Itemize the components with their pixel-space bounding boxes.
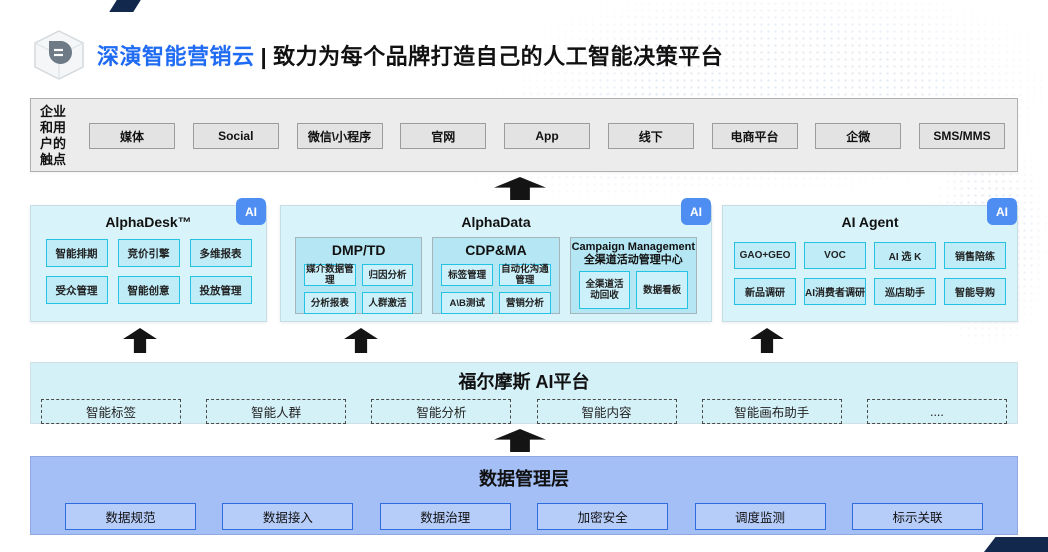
up-arrow-icon [123,328,157,353]
feature-cell: 标签管理 [441,264,493,286]
touchpoint-box: SMS/MMS [919,123,1005,149]
capability-box: 智能画布助手 [701,399,842,424]
up-arrow-icon [750,328,784,353]
header: 深演智能营销云|致力为每个品牌打造自己的人工智能决策平台 [30,28,723,82]
capability-box: 智能分析 [371,399,512,424]
title-separator: | [260,44,268,69]
panel-title: AI Agent [841,214,899,230]
band-title: 数据管理层 [479,469,569,489]
panel-ai-agent: AI AI Agent GAO+GEO VOC AI 选 K 销售陪练新品调研 AI消费… [722,198,1018,322]
panel-title: AlphaDesk™ [105,214,192,230]
touchpoint-list: 媒体 Social 微信\小程序官网 App 线下电商平台企微 SMS/MMS [89,123,1005,149]
panel-title: AlphaData [461,214,531,230]
group-title: Campaign Management [571,241,696,253]
brand-name: 深演智能营销云 [97,44,255,69]
feature-cell: 归因分析 [361,264,414,286]
touchpoint-box: App [504,123,590,149]
touchpoint-box: 企微 [815,123,902,149]
data-layer-band: 数据管理层 数据规范数据接入数据治理加密安全调度监测标示关联 [30,456,1018,535]
up-arrow-icon [494,177,546,200]
feature-cell: 数据看板 [636,271,688,309]
touchpoints-bar: 企业和用户的触点 媒体 Social 微信\小程序官网 App 线下电商平台企微 SMS/… [30,98,1018,172]
ai-agent-cells: GAO+GEO VOC AI 选 K 销售陪练新品调研 AI消费者调研巡店助手智能导购 [723,242,1017,305]
alphadesk-cells: 智能排期竞价引擎多维报表受众管理智能创意投放管理 [31,239,266,304]
feature-cell: GAO+GEO [734,242,796,269]
ai-badge: AI [236,198,266,225]
capability-box: 智能内容 [536,399,677,424]
data-box: 调度监测 [694,503,826,530]
touchpoint-box: 电商平台 [711,123,798,149]
feature-cell: 竞价引擎 [117,239,180,267]
group-title: DMP/TD [331,242,386,258]
touchpoints-label-line: 企业 [40,104,67,119]
feature-cell: VOC [804,242,866,269]
touchpoint-box: Social [192,123,279,149]
group-campaign-management: Campaign Management 全渠道活动管理中心 全渠道活动回收数据看… [569,237,697,314]
feature-cell: 智能创意 [117,276,180,304]
up-arrow-icon [344,328,378,353]
feature-cell: AI消费者调研 [804,278,866,305]
group-cells: 全渠道活动回收数据看板 [571,271,696,309]
feature-cell: 新品调研 [734,278,796,305]
touchpoint-box: 官网 [400,123,487,149]
feature-cell: 受众管理 [45,276,108,304]
feature-cell: 智能排期 [45,239,108,267]
touchpoints-label-line: 和用 [40,120,67,135]
touchpoints-label-line: 触点 [40,152,67,167]
ai-platform-band: 福尔摩斯 AI平台 智能标签智能人群智能分析智能内容智能画布助手.... [30,362,1018,424]
up-arrow-icon [494,429,546,452]
feature-cell: 自动化沟通管理 [498,264,551,286]
touchpoint-box: 媒体 [89,123,175,149]
feature-cell: 智能导购 [944,278,1006,305]
feature-cell: A\B测试 [441,292,493,314]
touchpoints-label: 企业和用户的触点 [40,104,66,168]
feature-cell: 全渠道活动回收 [578,271,631,309]
feature-cell: 投放管理 [189,276,252,304]
alphadata-groups: DMP/TD 媒介数据管理归因分析分析报表人群激活 CDP&MA 标签管理自动化… [281,237,711,314]
page-title: 深演智能营销云|致力为每个品牌打造自己的人工智能决策平台 [97,39,723,71]
capability-box: 智能标签 [41,399,181,424]
corner-ribbon [984,537,1048,552]
feature-cell: 分析报表 [304,292,356,314]
panel-alphadata: AI AlphaData DMP/TD 媒介数据管理归因分析分析报表人群激活 C… [280,198,712,322]
data-box: 数据接入 [222,503,354,530]
capability-box: 智能人群 [206,399,347,424]
ai-badge: AI [987,198,1017,225]
group-dmp-td: DMP/TD 媒介数据管理归因分析分析报表人群激活 [295,237,423,314]
ai-platform-items: 智能标签智能人群智能分析智能内容智能画布助手.... [31,399,1017,424]
data-layer-items: 数据规范数据接入数据治理加密安全调度监测标示关联 [31,503,1017,530]
group-title: CDP&MA [465,242,527,258]
feature-cell: AI 选 K [874,242,936,269]
feature-cell: 销售陪练 [944,242,1006,269]
band-title: 福尔摩斯 AI平台 [458,372,590,392]
data-box: 数据治理 [379,503,511,530]
touchpoint-box: 微信\小程序 [296,123,383,149]
feature-cell: 媒介数据管理 [304,264,356,286]
data-box: 数据规范 [65,503,196,530]
brand-logo-icon [34,30,84,80]
touchpoint-box: 线下 [607,123,694,149]
capability-box: .... [866,399,1007,424]
tagline: 致力为每个品牌打造自己的人工智能决策平台 [273,44,724,69]
ai-badge: AI [681,198,711,225]
corner-ribbon [109,0,141,12]
data-box: 加密安全 [537,503,669,530]
data-box: 标示关联 [851,503,983,530]
touchpoints-label-line: 户的 [40,136,67,151]
group-cells: 媒介数据管理归因分析分析报表人群激活 [296,264,421,314]
panel-alphadesk: AI AlphaDesk™ 智能排期竞价引擎多维报表受众管理智能创意投放管理 [30,198,267,322]
feature-cell: 多维报表 [189,239,252,267]
group-subtitle: 全渠道活动管理中心 [583,254,683,266]
feature-cell: 人群激活 [361,292,414,314]
feature-cell: 营销分析 [498,292,551,314]
feature-cell: 巡店助手 [874,278,936,305]
